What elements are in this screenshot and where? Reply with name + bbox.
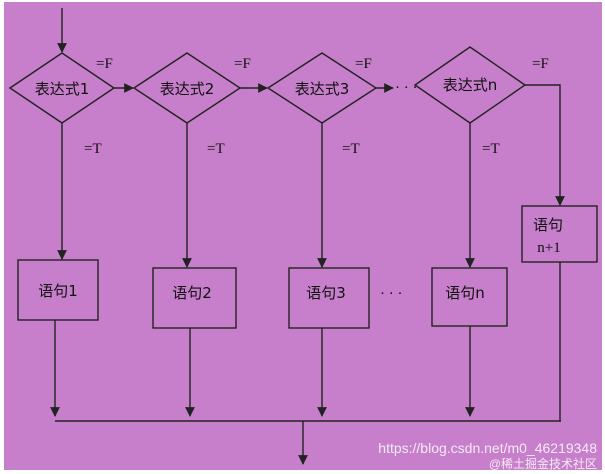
statement-label-default-line2: n+1 [537,240,560,256]
condition-label-2: 表达式2 [160,80,215,98]
false-label-1: =F [96,56,113,72]
statement-box-2 [152,267,237,329]
statement-label-default-line1: 语句 [533,216,563,234]
condition-label-3: 表达式3 [295,80,350,98]
watermark-url: https://blog.csdn.net/m0_46219348 [378,440,597,456]
false-label-3: =F [355,56,372,72]
true-label-n: =T [482,141,500,157]
statement-box-1 [17,259,99,321]
statement-box-3 [288,267,370,329]
statement-label-1: 语句1 [38,282,78,300]
statement-label-3: 语句3 [306,284,346,302]
condition-label-1: 表达式1 [35,80,90,98]
statement-label-n: 语句n [445,284,485,302]
diagram-background [4,2,602,470]
condition-label-n: 表达式n [443,76,498,94]
true-label-3: =T [342,141,360,157]
false-arrow-n [525,84,565,206]
false-label-2: =F [234,56,251,72]
statement-label-2: 语句2 [172,284,212,302]
false-label-n: =F [532,56,549,72]
ellipsis-conditions: · · · [395,80,418,96]
true-label-1: =T [84,141,102,157]
watermark-community: @稀土掘金技术社区 [489,456,597,471]
true-label-2: =T [207,141,225,157]
ellipsis-statements: · · · [380,286,403,302]
